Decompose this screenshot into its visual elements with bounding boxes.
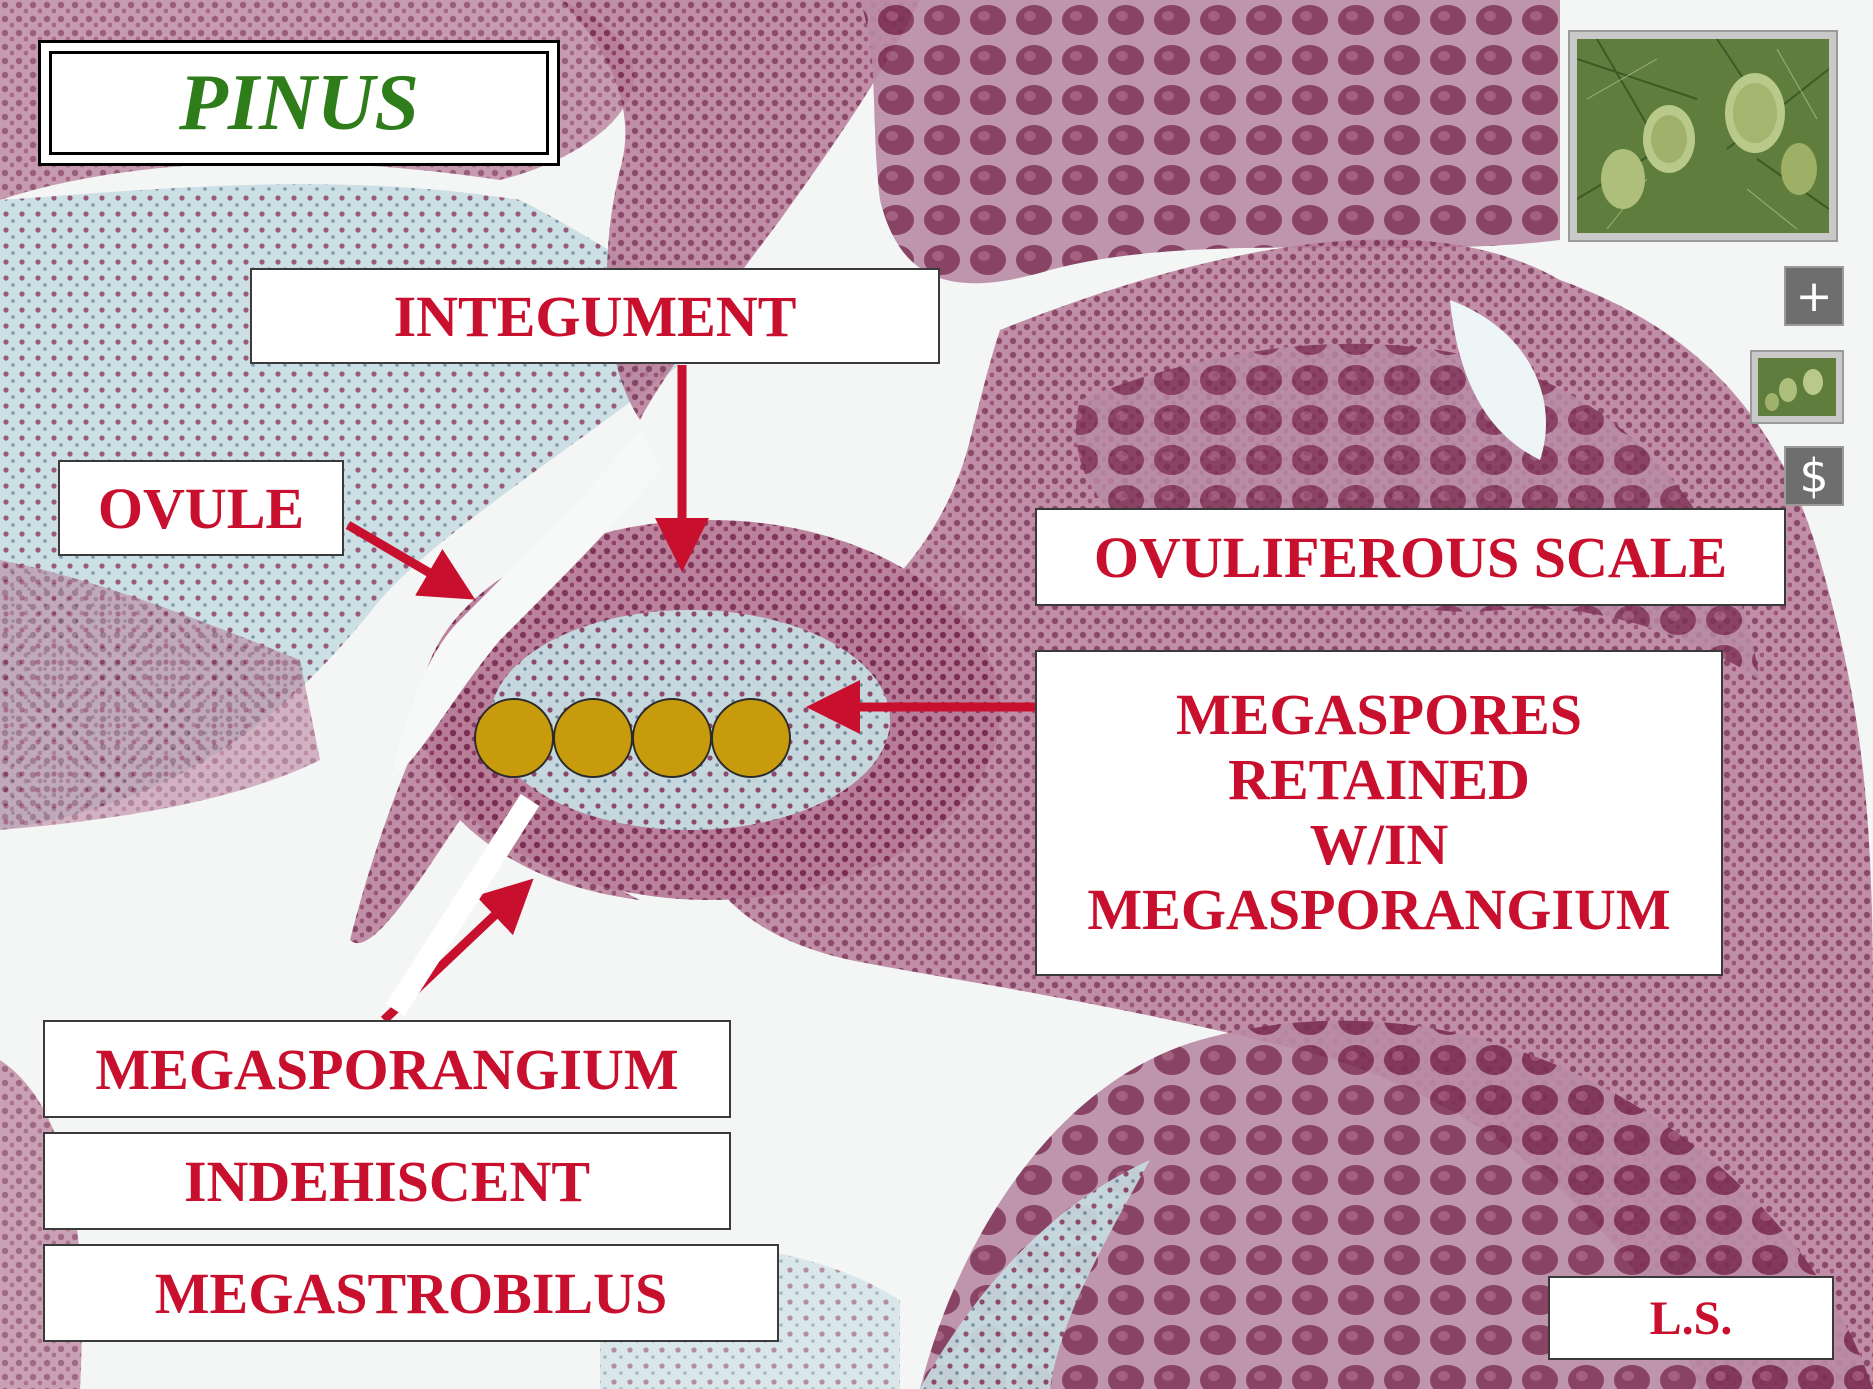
megasporangium-label-text: MEGASPORANGIUM (95, 1036, 678, 1103)
ovule-label: OVULE (58, 460, 344, 556)
megaspore-2 (554, 699, 632, 777)
title-box: PINUS (38, 40, 560, 166)
ovule-arrow (348, 525, 452, 586)
megaspore-1 (475, 699, 553, 777)
pine-cone-photo (1577, 39, 1829, 233)
megaspores-line-4: MEGASPORANGIUM (1087, 878, 1670, 943)
zoom-in-icon: + (1796, 271, 1833, 322)
megaspores-line-3: W/IN (1310, 813, 1449, 878)
thumbnail-icon (1758, 358, 1836, 416)
megaspores-line-1: MEGASPORES (1176, 683, 1582, 748)
ovule-label-text: OVULE (98, 475, 304, 542)
megastrobilus-label: MEGASTROBILUS (43, 1244, 779, 1342)
section-type-label: L.S. (1548, 1276, 1834, 1360)
ovuliferous-scale-label: OVULIFEROUS SCALE (1035, 508, 1786, 606)
section-type-label-text: L.S. (1650, 1291, 1733, 1346)
purchase-button[interactable]: $ (1784, 446, 1844, 506)
megaspores-label: MEGASPORES RETAINED W/IN MEGASPORANGIUM (1035, 650, 1723, 976)
megaspore-tetrad (475, 699, 790, 777)
ovuliferous-scale-label-text: OVULIFEROUS SCALE (1094, 524, 1727, 591)
indehiscent-label-text: INDEHISCENT (184, 1148, 590, 1215)
thumbnail-button[interactable] (1750, 350, 1844, 424)
integument-label-text: INTEGUMENT (394, 283, 797, 350)
zoom-in-button[interactable]: + (1784, 266, 1844, 326)
megasporangium-label: MEGASPORANGIUM (43, 1020, 731, 1118)
dollar-icon: $ (1799, 449, 1828, 503)
pine-cone-thumbnail[interactable] (1568, 30, 1838, 242)
integument-label: INTEGUMENT (250, 268, 940, 364)
indehiscent-label: INDEHISCENT (43, 1132, 731, 1230)
megaspores-line-2: RETAINED (1228, 748, 1530, 813)
megaspore-4 (712, 699, 790, 777)
slide-title: PINUS (179, 58, 419, 149)
title-inner-frame: PINUS (49, 51, 549, 155)
megastrobilus-label-text: MEGASTROBILUS (155, 1260, 667, 1327)
megaspore-3 (633, 699, 711, 777)
